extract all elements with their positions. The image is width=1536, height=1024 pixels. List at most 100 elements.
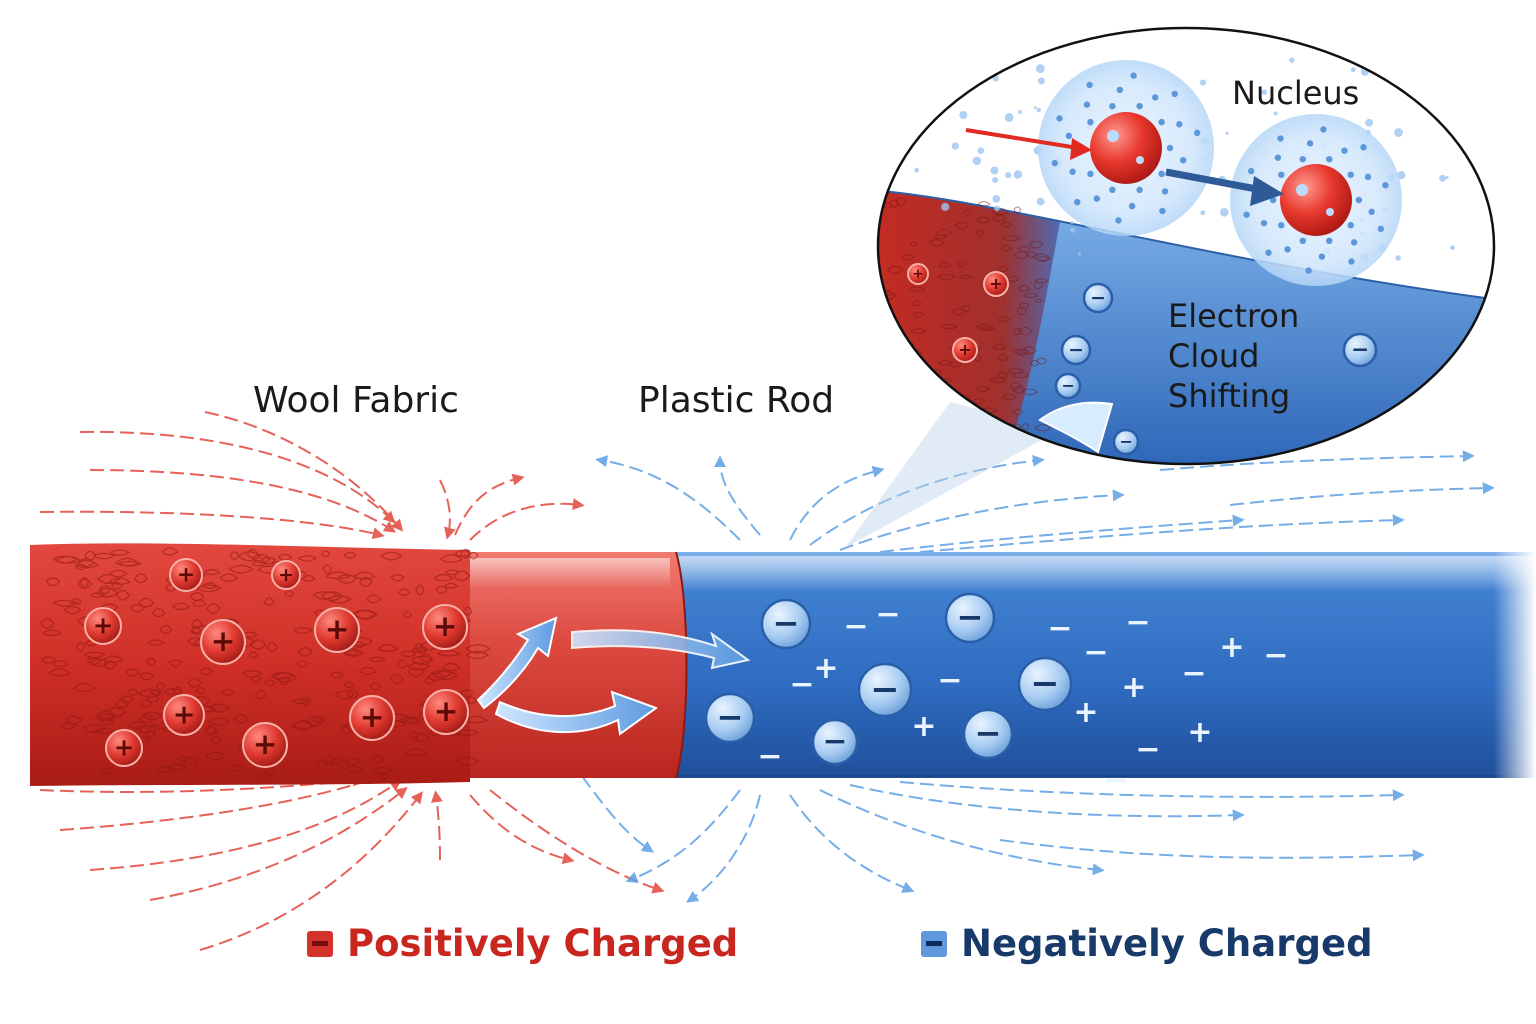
svg-text:−: − (974, 714, 1001, 752)
plus-charge-icon: + (271, 560, 301, 590)
svg-text:−: − (1125, 605, 1150, 640)
svg-text:+: + (813, 651, 838, 686)
legend-positive: Positively Charged (307, 922, 738, 965)
svg-text:+: + (1073, 695, 1098, 730)
plus-charge-icon: + (952, 337, 978, 363)
minus-charge-icon: − (1082, 282, 1114, 314)
minus-charge-icon: − (1017, 656, 1073, 712)
svg-text:−: − (937, 663, 962, 698)
svg-text:−: − (1047, 611, 1072, 646)
minus-charge-icon: − (944, 592, 996, 644)
inset-charges: + + + − − − − − (907, 263, 1378, 456)
svg-text:−: − (823, 724, 848, 759)
svg-text:+: + (912, 266, 923, 282)
svg-text:+: + (989, 274, 1003, 293)
svg-text:−: − (1263, 638, 1288, 673)
transfer-arrow-icon (1038, 401, 1114, 454)
atom (1038, 60, 1214, 236)
svg-text:+: + (433, 609, 458, 644)
minus-charge-icon: − (1112, 428, 1140, 456)
svg-text:+: + (325, 612, 350, 647)
svg-text:−: − (1068, 339, 1084, 361)
plus-charge-icon: + (105, 729, 143, 767)
plus-charge-icon: + (84, 607, 122, 645)
plus-charge-icon: + (349, 695, 395, 741)
plus-charge-icon: + (200, 619, 246, 665)
plus-charge-icon: + (242, 722, 288, 768)
minus-charge-icon: − (857, 662, 913, 718)
svg-text:+: + (360, 700, 385, 735)
nucleus-label: Nucleus (1232, 74, 1360, 112)
electric-field-lines-negative (569, 450, 1495, 903)
negative-swatch-icon (921, 930, 947, 957)
plastic-rod (640, 548, 1536, 782)
electron-cloud-label-line: Electron (1168, 297, 1300, 335)
plastic-rod-label: Plastic Rod (638, 380, 835, 421)
nucleus-icon (1090, 112, 1162, 184)
svg-text:−: − (716, 698, 743, 736)
svg-text:+: + (114, 733, 134, 762)
svg-text:−: − (772, 604, 799, 642)
minus-charge-icon: − (1060, 334, 1092, 366)
svg-text:+: + (278, 564, 294, 586)
contact-zone (460, 551, 688, 779)
svg-text:+: + (911, 709, 936, 744)
svg-text:−: − (1181, 656, 1206, 691)
svg-text:−: − (870, 669, 899, 710)
svg-text:+: + (211, 624, 236, 659)
svg-text:+: + (93, 611, 113, 640)
transfer-arrow-icon (476, 616, 558, 710)
svg-text:−: − (875, 597, 900, 632)
negative-charges: −−−−−−− (704, 592, 1073, 766)
svg-text:−: − (1119, 432, 1133, 451)
minus-charge-icon: − (811, 718, 859, 766)
electron-cloud-label-line: Cloud (1168, 337, 1260, 375)
plus-charge-icon: + (422, 604, 468, 650)
svg-text:−: − (1030, 663, 1059, 704)
svg-text:+: + (1219, 630, 1244, 665)
legend-negative: Negatively Charged (921, 922, 1373, 965)
minus-charge-icon: − (962, 708, 1014, 760)
svg-text:−: − (757, 739, 782, 774)
svg-text:+: + (173, 699, 196, 730)
plus-charge-icon: + (423, 689, 469, 735)
svg-text:−: − (1061, 376, 1075, 395)
svg-text:+: + (253, 727, 278, 762)
svg-text:+: + (177, 563, 195, 588)
transfer-arrow-icon (571, 629, 751, 670)
electron-cloud-label-line: Shifting (1168, 377, 1291, 415)
svg-text:−: − (789, 667, 814, 702)
plus-charge-icon: + (163, 694, 205, 736)
positive-charges: + + + + + + + + + + + (84, 558, 469, 768)
svg-text:−: − (956, 598, 983, 636)
svg-text:−: − (1351, 338, 1369, 363)
plus-charge-icon: + (907, 263, 929, 285)
svg-text:+: + (1187, 715, 1212, 750)
plus-charge-icon: + (983, 271, 1009, 297)
svg-text:+: + (434, 694, 459, 729)
svg-text:−: − (1135, 732, 1160, 767)
minus-charge-icon: − (1342, 332, 1378, 368)
svg-text:+: + (1121, 670, 1146, 705)
svg-text:+: + (958, 340, 972, 359)
svg-text:−: − (1103, 763, 1128, 798)
nucleus-icon (1280, 164, 1352, 236)
plus-charge-icon: + (314, 607, 360, 653)
wool-fabric-label: Wool Fabric (253, 380, 459, 421)
svg-text:−: − (843, 609, 868, 644)
positive-swatch-icon (307, 930, 333, 957)
legend-negative-label: Negatively Charged (961, 922, 1373, 965)
small-charge-marks: ++++++−−−−−−−−−−−− (757, 597, 1288, 798)
minus-charge-icon: − (704, 692, 756, 744)
svg-text:−: − (1083, 635, 1108, 670)
electron-transfer-arrows (476, 616, 751, 736)
minus-charge-icon: − (1054, 372, 1082, 400)
minus-charge-icon: − (760, 598, 812, 650)
transfer-arrow-icon (494, 690, 659, 736)
legend-positive-label: Positively Charged (347, 922, 739, 965)
electron-cloud-label: Electron Cloud Shifting (1168, 296, 1299, 416)
callout-connector (845, 402, 1060, 548)
atom (1230, 114, 1402, 286)
plus-charge-icon: + (169, 558, 203, 592)
